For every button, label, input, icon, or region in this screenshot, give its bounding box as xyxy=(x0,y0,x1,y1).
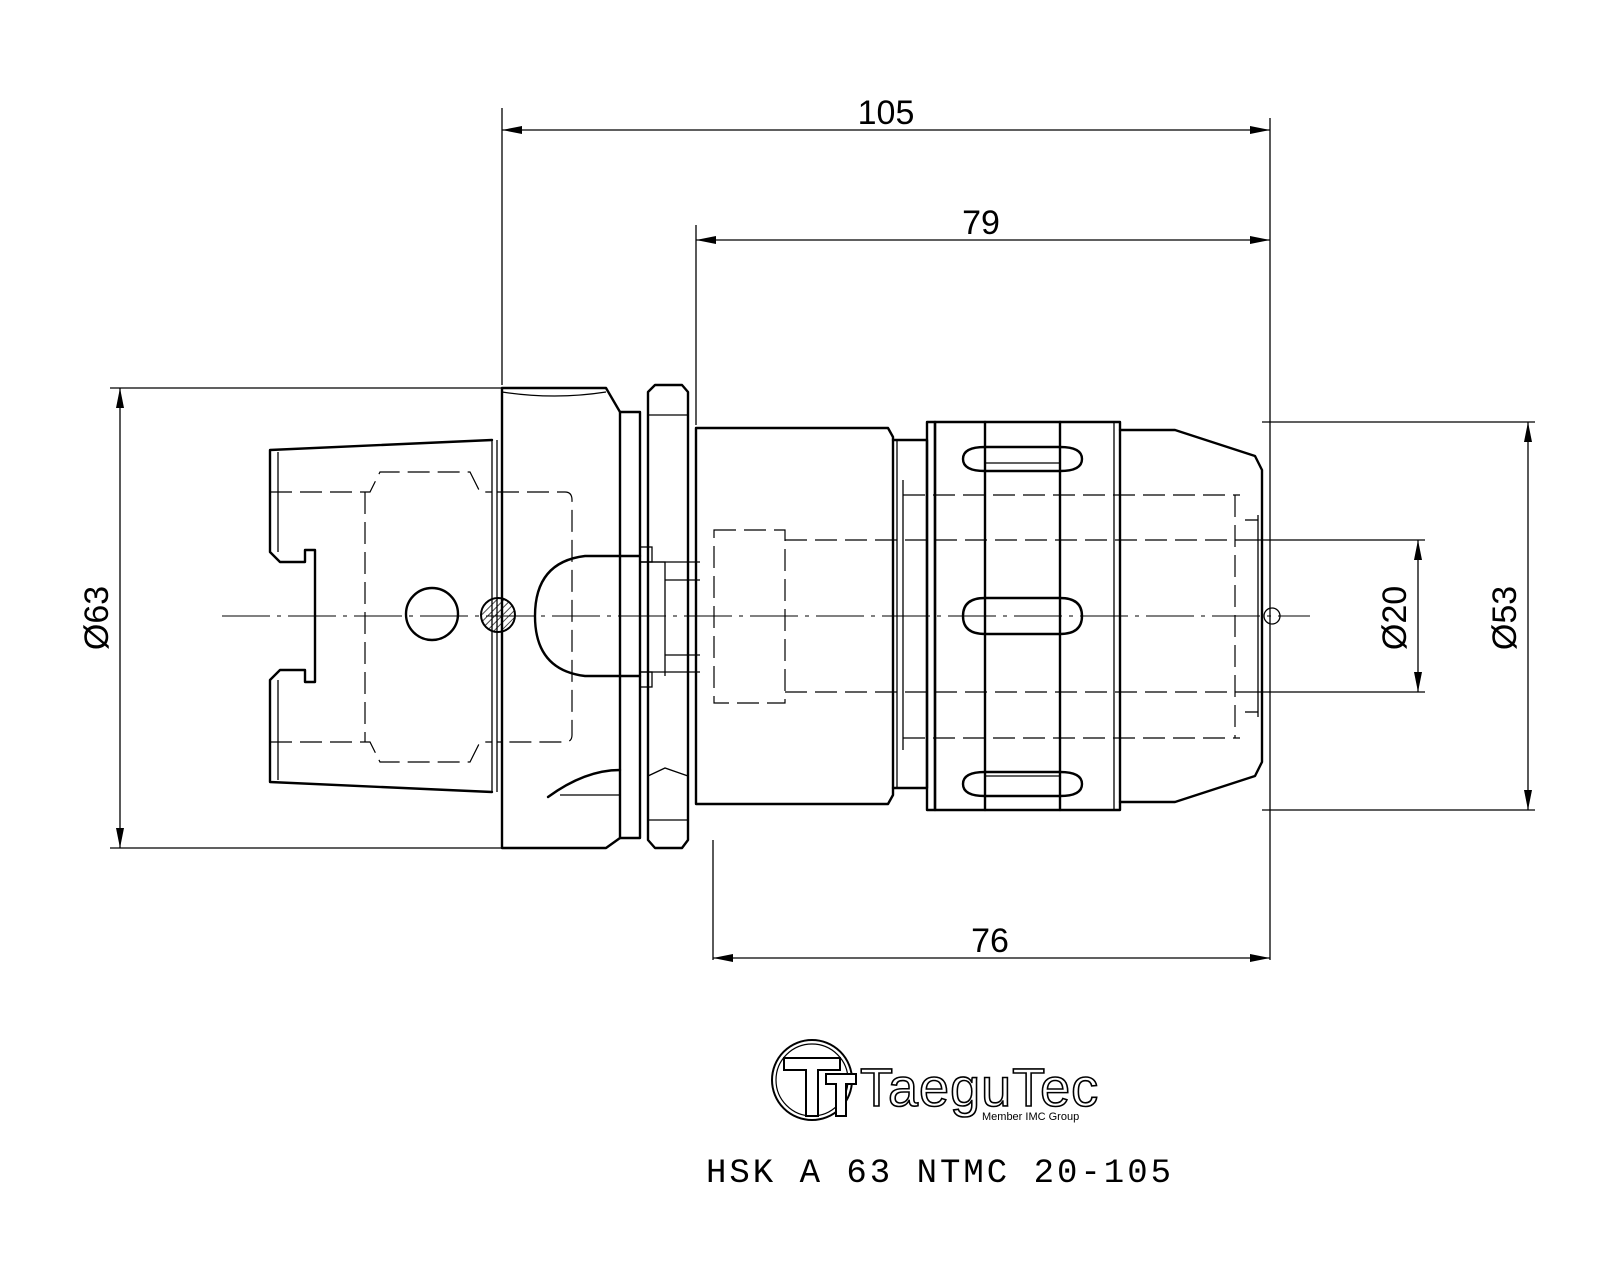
collet-nut xyxy=(891,420,1281,812)
dimension-lines xyxy=(116,126,1532,962)
dim-clamp-diameter: Ø20 xyxy=(1376,586,1414,650)
dim-body-length: 79 xyxy=(962,204,1000,242)
hsk-shank xyxy=(268,438,516,794)
dim-nut-diameter: Ø53 xyxy=(1486,586,1524,650)
dim-nut-length: 76 xyxy=(971,922,1009,960)
collar xyxy=(618,383,700,850)
tt-emblem-icon xyxy=(771,1039,857,1121)
dim-flange-diameter: Ø63 xyxy=(78,586,116,650)
dim-overall-length: 105 xyxy=(858,94,915,132)
brand-name: TaeguTec xyxy=(860,1058,1099,1118)
part-code: HSK A 63 NTMC 20-105 xyxy=(706,1155,1174,1193)
taegutec-logo: TaeguTec Member IMC Group xyxy=(771,1039,1099,1123)
brand-tagline: Member IMC Group xyxy=(982,1111,1079,1123)
extension-lines xyxy=(110,108,1535,960)
holder-body xyxy=(694,426,1250,806)
